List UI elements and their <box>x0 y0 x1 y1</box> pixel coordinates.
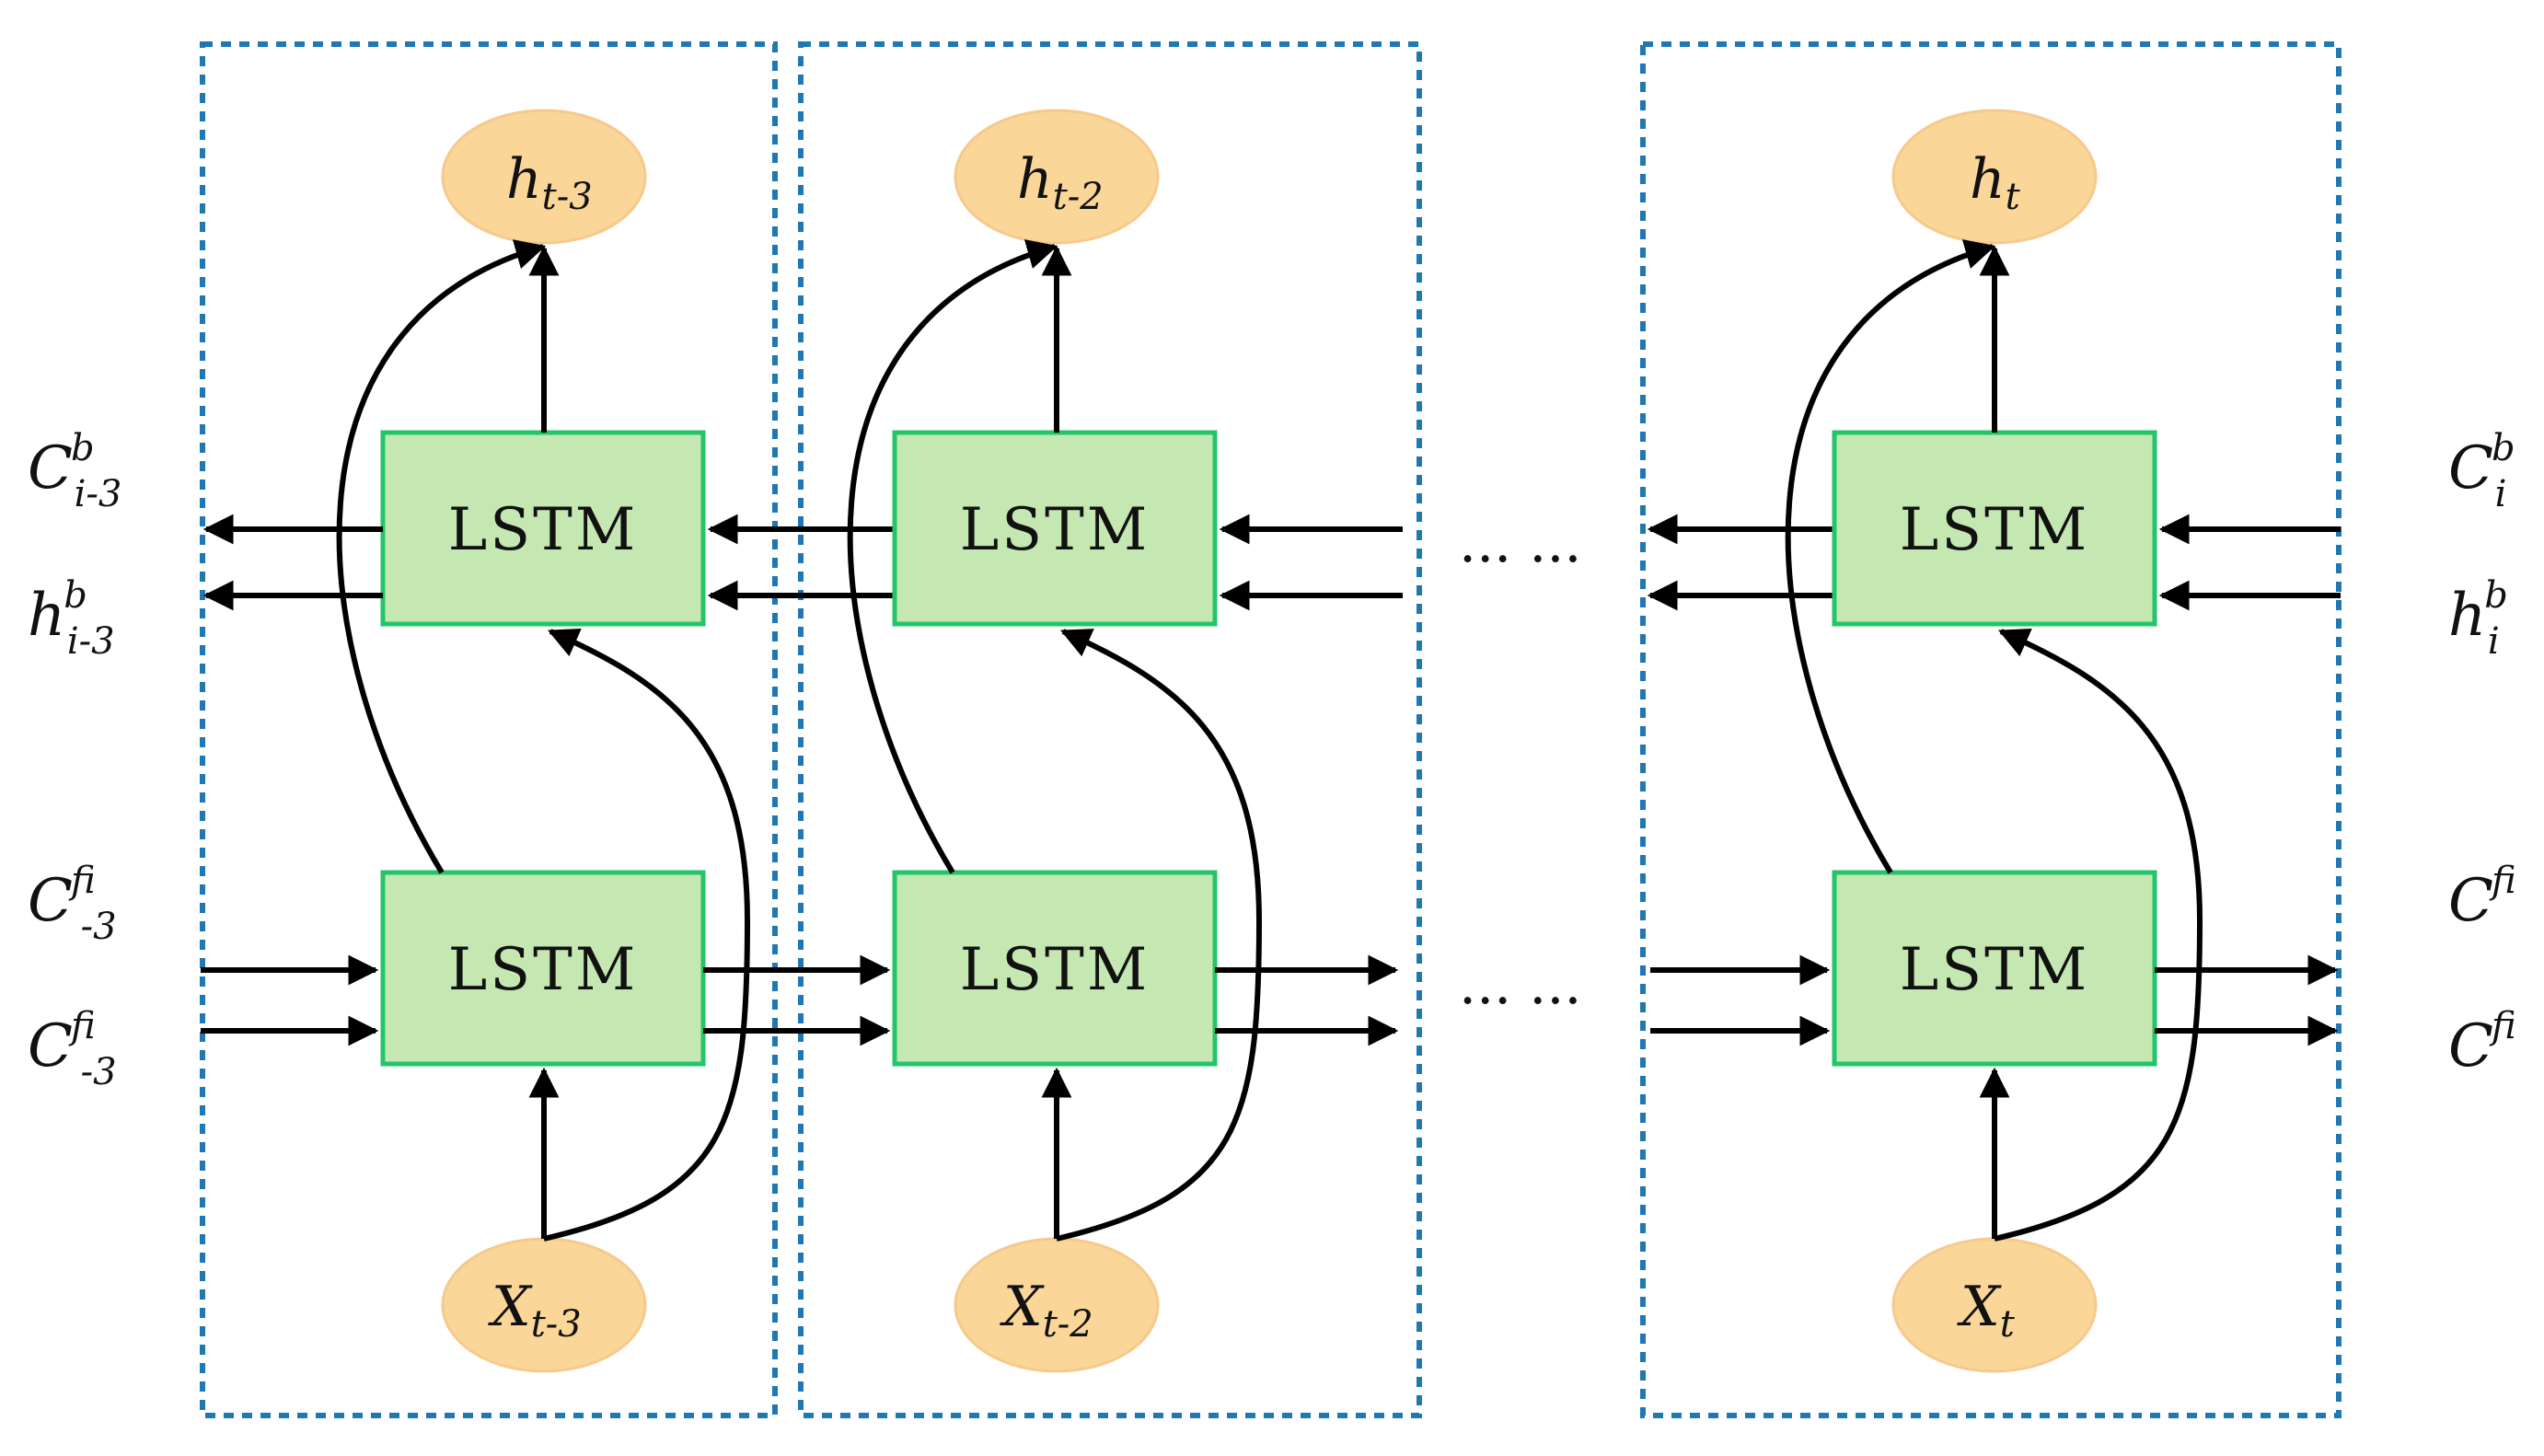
ellipsis-lower: ... ... <box>1459 953 1582 1017</box>
lstm-backward-3 <box>1832 430 2157 627</box>
cell-frame-1 <box>200 41 778 1418</box>
lstm-backward-label-1: LSTM <box>448 496 639 564</box>
lstm-forward-1 <box>380 870 706 1067</box>
arrow-input-to-backward-3 <box>1994 629 2203 1242</box>
lstm-backward-2 <box>892 430 1218 627</box>
right-label-c-forward-1: Cfi <box>2448 860 2516 935</box>
lstm-forward-label-3: LSTM <box>1900 936 2090 1004</box>
input-label-2: Xt-2 <box>1000 1275 1093 1346</box>
arrow-input-to-backward-2 <box>1056 629 1263 1242</box>
cell-1: ht-3 Xt-3 LSTM LSTM <box>201 109 751 1373</box>
cell-frame-3 <box>1640 41 2342 1418</box>
lstm-forward-2 <box>892 870 1218 1067</box>
output-label-1: ht-3 <box>506 147 593 218</box>
arrow-forward-to-output-2 <box>847 239 1058 874</box>
input-label-1: Xt-3 <box>488 1275 582 1346</box>
arrow-forward-to-output-3 <box>1785 239 1996 874</box>
arrow-forward-to-output-1 <box>336 239 547 874</box>
ellipsis-upper: ... ... <box>1459 511 1582 575</box>
output-label-3: ht <box>1970 147 2021 218</box>
lstm-forward-3 <box>1832 870 2157 1067</box>
right-label-c-forward-2: Cfi <box>2448 1005 2516 1080</box>
lstm-backward-label-2: LSTM <box>960 496 1151 564</box>
cell-2: ht-2 Xt-2 LSTM LSTM <box>847 109 1403 1373</box>
lstm-forward-label-2: LSTM <box>960 936 1151 1004</box>
arrow-input-to-backward-1 <box>543 628 751 1242</box>
output-label-2: ht-2 <box>1017 147 1104 218</box>
lstm-backward-label-3: LSTM <box>1900 496 2090 564</box>
input-label-3: Xt <box>1957 1275 2016 1346</box>
cell-frame-2 <box>798 41 1422 1418</box>
cell-3: ht Xt LSTM LSTM <box>1647 109 2341 1373</box>
lstm-forward-label-1: LSTM <box>448 936 639 1004</box>
